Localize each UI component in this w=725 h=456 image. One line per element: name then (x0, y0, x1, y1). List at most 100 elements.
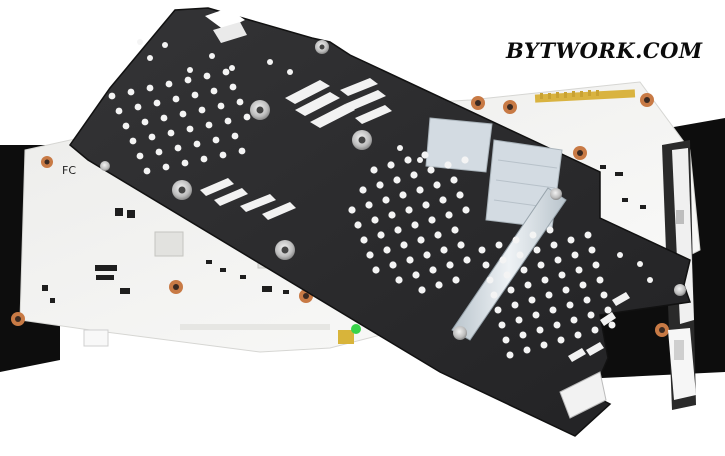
perforation-hole (520, 266, 528, 274)
perforation-hole (359, 186, 367, 194)
perforation-hole (461, 156, 469, 164)
perforation-hole (153, 99, 161, 107)
pcb-chip (154, 231, 184, 257)
perforation-hole (435, 281, 443, 289)
gold-contact-fingers (540, 90, 599, 99)
perforation-hole (617, 252, 623, 258)
perforation-hole (129, 137, 137, 145)
perforation-hole (411, 221, 419, 229)
perforation-hole (579, 281, 587, 289)
perforation-hole (498, 321, 506, 329)
perforation-hole (148, 133, 156, 141)
perforation-hole (519, 331, 527, 339)
perforation-hole (463, 256, 471, 264)
perforation-hole (444, 161, 452, 169)
perforation-hole (571, 251, 579, 259)
perforation-hole (553, 321, 561, 329)
perforation-hole (388, 211, 396, 219)
perforation-hole (354, 221, 362, 229)
perforation-hole (219, 151, 227, 159)
perforation-hole (540, 341, 548, 349)
perforation-hole (382, 196, 390, 204)
perforation-hole (433, 181, 441, 189)
perforation-hole (210, 87, 218, 95)
perforation-hole (205, 121, 213, 129)
perforation-hole (506, 351, 514, 359)
smd-components (42, 165, 646, 303)
perforation-hole (557, 336, 565, 344)
perforation-hole (236, 98, 244, 106)
perforation-hole (533, 246, 541, 254)
perforation-hole (456, 191, 464, 199)
perforation-hole (155, 148, 163, 156)
perforation-hole (550, 241, 558, 249)
perforation-hole (165, 80, 173, 88)
label-sticker (559, 371, 607, 419)
perforation-hole (387, 161, 395, 169)
perforation-hole (360, 236, 368, 244)
vent-slots (200, 78, 392, 220)
perforation-hole (243, 113, 251, 121)
perforation-hole (146, 84, 154, 92)
perforation-hole (495, 241, 503, 249)
perforation-hole (592, 261, 600, 269)
perforation-hole (423, 251, 431, 259)
perforation-hole (383, 246, 391, 254)
perforation-hole (209, 53, 215, 59)
perforation-hole (172, 95, 180, 103)
pcb-fc-marking: FC (62, 164, 76, 177)
perforation-hole (439, 196, 447, 204)
plate-cutout (213, 22, 247, 43)
perforation-hole (377, 231, 385, 239)
perforation-hole (421, 151, 429, 159)
perforation-hole (348, 206, 356, 214)
perforation-hole (187, 67, 193, 73)
perforation-hole (446, 261, 454, 269)
perforation-hole (174, 144, 182, 152)
perforation-hole (422, 201, 430, 209)
perforation-hole (395, 276, 403, 284)
perforation-hole (558, 271, 566, 279)
perforation-hole (238, 147, 246, 155)
perforation-hole (482, 261, 490, 269)
perforation-hole (428, 216, 436, 224)
perforation-hole (554, 256, 562, 264)
perforation-hole (516, 251, 524, 259)
perforation-hole (451, 226, 459, 234)
perforation-hole (212, 136, 220, 144)
perforation-hole (546, 226, 554, 234)
perforation-hole (416, 186, 424, 194)
perforation-hole (143, 167, 151, 175)
perforation-hole (198, 106, 206, 114)
bar-screw (453, 326, 467, 340)
perforation-hole (583, 296, 591, 304)
perforation-hole (406, 256, 414, 264)
perforation-hole (600, 291, 608, 299)
perforation-hole (167, 129, 175, 137)
perforation-hole (570, 316, 578, 324)
perforation-hole (267, 59, 273, 65)
perforation-hole (529, 231, 537, 239)
perforation-hole (478, 246, 486, 254)
perforation-hole (394, 226, 402, 234)
perforation-hole (184, 76, 192, 84)
perforation-holes (108, 39, 653, 359)
perforation-hole (541, 276, 549, 284)
perforation-hole (452, 276, 460, 284)
perforation-hole (417, 236, 425, 244)
perforation-hole (404, 156, 412, 164)
perforation-hole (503, 271, 511, 279)
perforation-hole (429, 266, 437, 274)
bar-screw (550, 188, 562, 200)
perforation-hole (502, 336, 510, 344)
perforation-hole (596, 276, 604, 284)
perforation-hole (229, 83, 237, 91)
perforation-hole (222, 68, 230, 76)
perforation-hole (440, 246, 448, 254)
perforation-hole (588, 246, 596, 254)
thermal-pad (425, 117, 493, 173)
perforation-hole (566, 301, 574, 309)
perforation-hole (162, 163, 170, 171)
perforation-hole (191, 91, 199, 99)
